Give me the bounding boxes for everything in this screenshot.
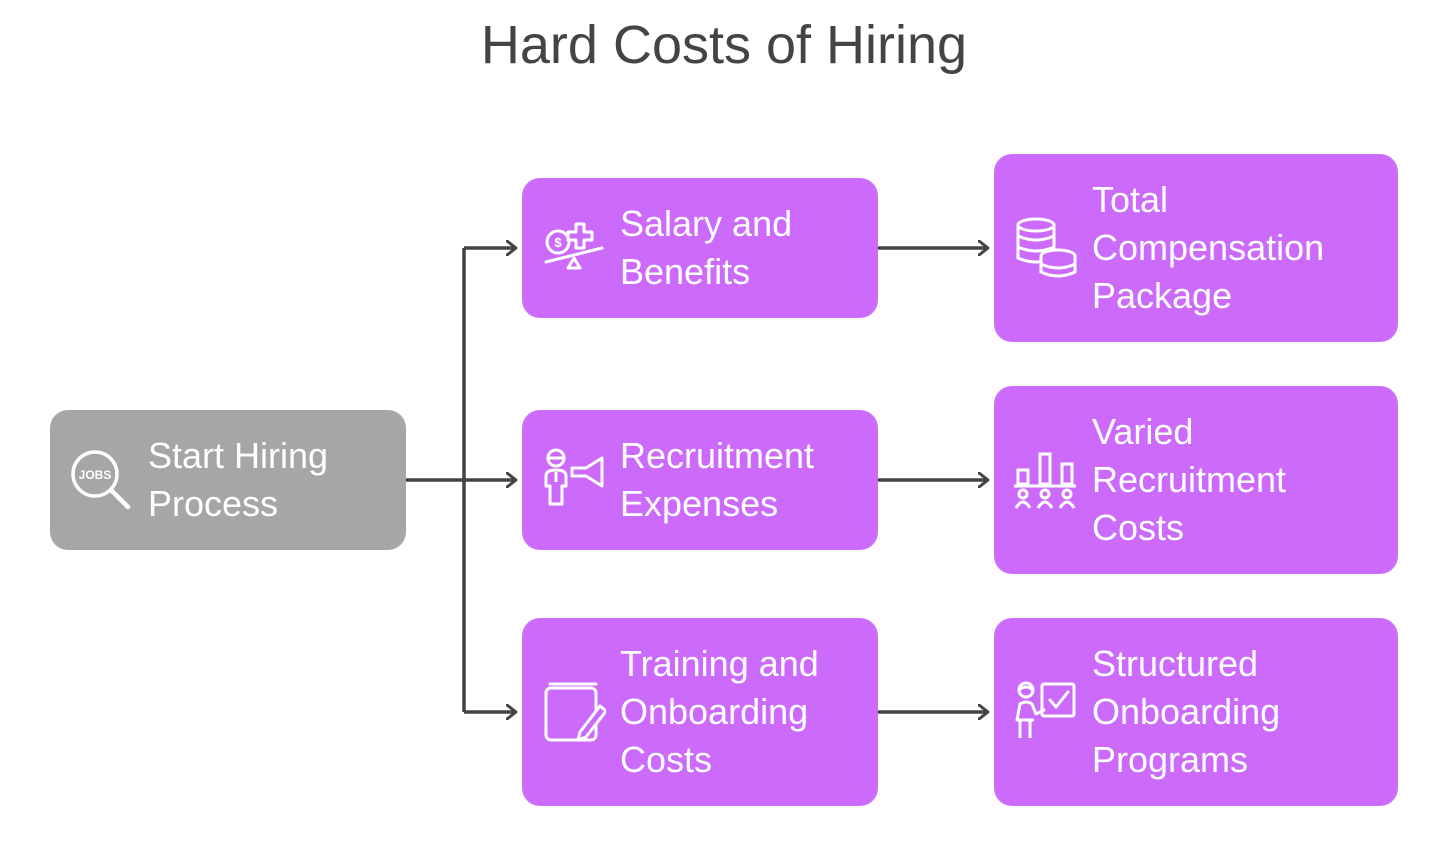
total-compensation-label: Total Compensation Package: [1092, 179, 1325, 316]
salary-benefits-node: $ Salary and Benefits: [522, 178, 878, 318]
structured-onboarding-node: Structured Onboarding Programs: [994, 618, 1398, 806]
varied-recruitment-label: Varied Recruitment Costs: [1092, 411, 1287, 548]
presenter-board-icon: [1015, 681, 1076, 738]
recruitment-expenses-node: Recruitment Expenses: [522, 410, 878, 550]
varied-recruitment-node: Varied Recruitment Costs: [994, 386, 1398, 574]
bar-chart-people-icon: [1014, 452, 1076, 509]
recruiter-megaphone-icon: [544, 448, 604, 506]
svg-text:JOBS: JOBS: [79, 468, 112, 482]
training-onboarding-label: Training and Onboarding Costs: [620, 643, 819, 780]
recruitment-expenses-label: Recruitment Expenses: [620, 435, 815, 524]
total-compensation-node: Total Compensation Package: [994, 154, 1398, 342]
salary-benefits-label: Salary and Benefits: [620, 203, 793, 292]
structured-onboarding-label: Structured Onboarding Programs: [1092, 643, 1281, 780]
svg-text:$: $: [554, 235, 562, 250]
training-onboarding-node: Training and Onboarding Costs: [522, 618, 878, 806]
start-hiring-node: JOBS Start Hiring Process: [50, 410, 406, 550]
notebook-pencil-icon: [544, 682, 606, 742]
start-hiring-label: Start Hiring Process: [148, 435, 329, 524]
diagram-title: Hard Costs of Hiring: [480, 15, 968, 75]
salary-benefits-icon: $: [544, 222, 604, 270]
coin-stack-icon: [1016, 217, 1077, 278]
jobs-search-icon: JOBS: [71, 450, 131, 510]
